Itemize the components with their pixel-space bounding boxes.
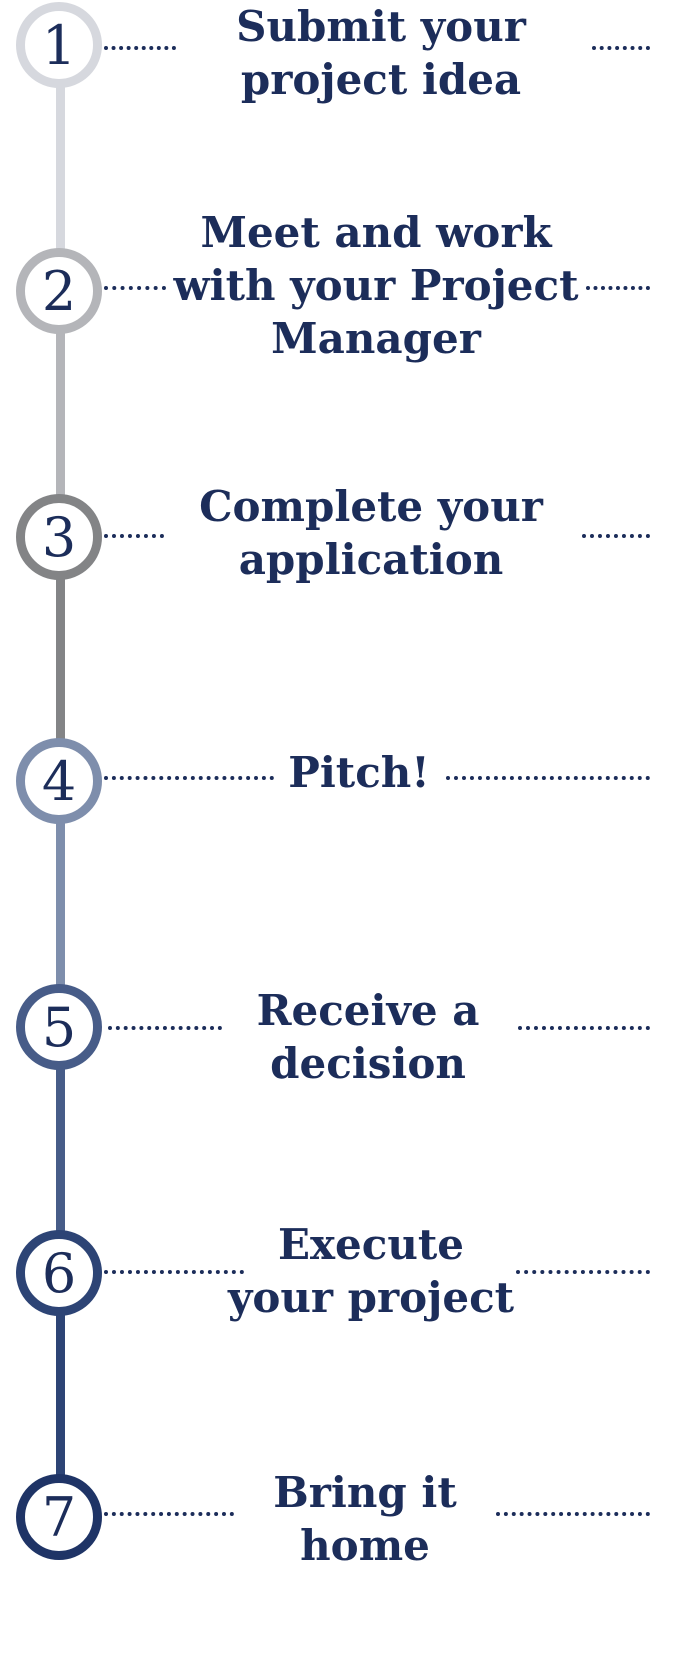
step-3-label: Complete your application [164, 480, 578, 586]
step-1-left-dots [104, 46, 176, 50]
step-5-number: 5 [41, 996, 77, 1059]
step-4-label: Pitch! [274, 746, 444, 799]
step-1-right-dots [592, 46, 650, 50]
step-7-label-line-1: Bring it [273, 1468, 457, 1517]
step-1-number-circle: 1 [16, 2, 102, 88]
step-7-number: 7 [41, 1486, 77, 1549]
step-6-right-dots [516, 1270, 650, 1274]
connector-segment-6-7 [56, 1312, 65, 1480]
step-6-label: Execute your project [226, 1218, 516, 1324]
step-7-right-dots [496, 1512, 650, 1516]
step-5-label: Receive a decision [222, 984, 514, 1090]
connector-segment-3-4 [56, 578, 65, 742]
step-3-number-circle: 3 [16, 494, 102, 580]
step-6-number-circle: 6 [16, 1230, 102, 1316]
connector-segment-4-5 [56, 820, 65, 988]
step-7-left-dots [104, 1512, 234, 1516]
step-5-number-circle: 5 [16, 984, 102, 1070]
step-2-number: 2 [41, 260, 77, 323]
step-7-label-line-2: home [300, 1521, 430, 1570]
step-7-number-circle: 7 [16, 1474, 102, 1560]
step-5-left-dots [108, 1026, 222, 1030]
step-3-right-dots [582, 534, 650, 538]
step-6-label-line-2: your project [227, 1273, 515, 1322]
step-2-label-line-3: Manager [271, 314, 481, 363]
step-2-number-circle: 2 [16, 248, 102, 334]
connector-segment-5-6 [56, 1066, 65, 1234]
step-5-label-line-2: decision [270, 1039, 466, 1088]
step-3-number: 3 [41, 506, 77, 569]
step-3-label-line-2: application [238, 535, 504, 584]
step-4-right-dots [446, 776, 650, 780]
step-5-right-dots [518, 1026, 650, 1030]
step-6-number: 6 [41, 1242, 77, 1305]
step-2-left-dots [104, 286, 166, 290]
step-1-label-line-2: project idea [240, 55, 522, 104]
step-2-label-line-1: Meet and work [200, 208, 552, 257]
connector-segment-1-2 [56, 84, 65, 252]
step-1-label: Submit your project idea [176, 0, 586, 106]
step-3-label-line-1: Complete your [199, 482, 543, 531]
step-2-right-dots [586, 286, 650, 290]
step-5-label-line-1: Receive a [256, 986, 480, 1035]
step-1-label-line-1: Submit your [236, 2, 526, 51]
step-4-number-circle: 4 [16, 738, 102, 824]
step-6-left-dots [104, 1270, 244, 1274]
step-4-label-line-1: Pitch! [288, 748, 430, 797]
connector-segment-2-3 [56, 330, 65, 502]
step-2-label-line-2: with your Project [173, 261, 579, 310]
step-4-left-dots [104, 776, 274, 780]
step-2-label: Meet and work with your Project Manager [166, 206, 586, 365]
step-7-label: Bring it home [234, 1466, 496, 1572]
step-3-left-dots [104, 534, 164, 538]
step-6-label-line-1: Execute [277, 1220, 464, 1269]
step-1-number: 1 [41, 14, 77, 77]
step-4-number: 4 [41, 750, 77, 813]
